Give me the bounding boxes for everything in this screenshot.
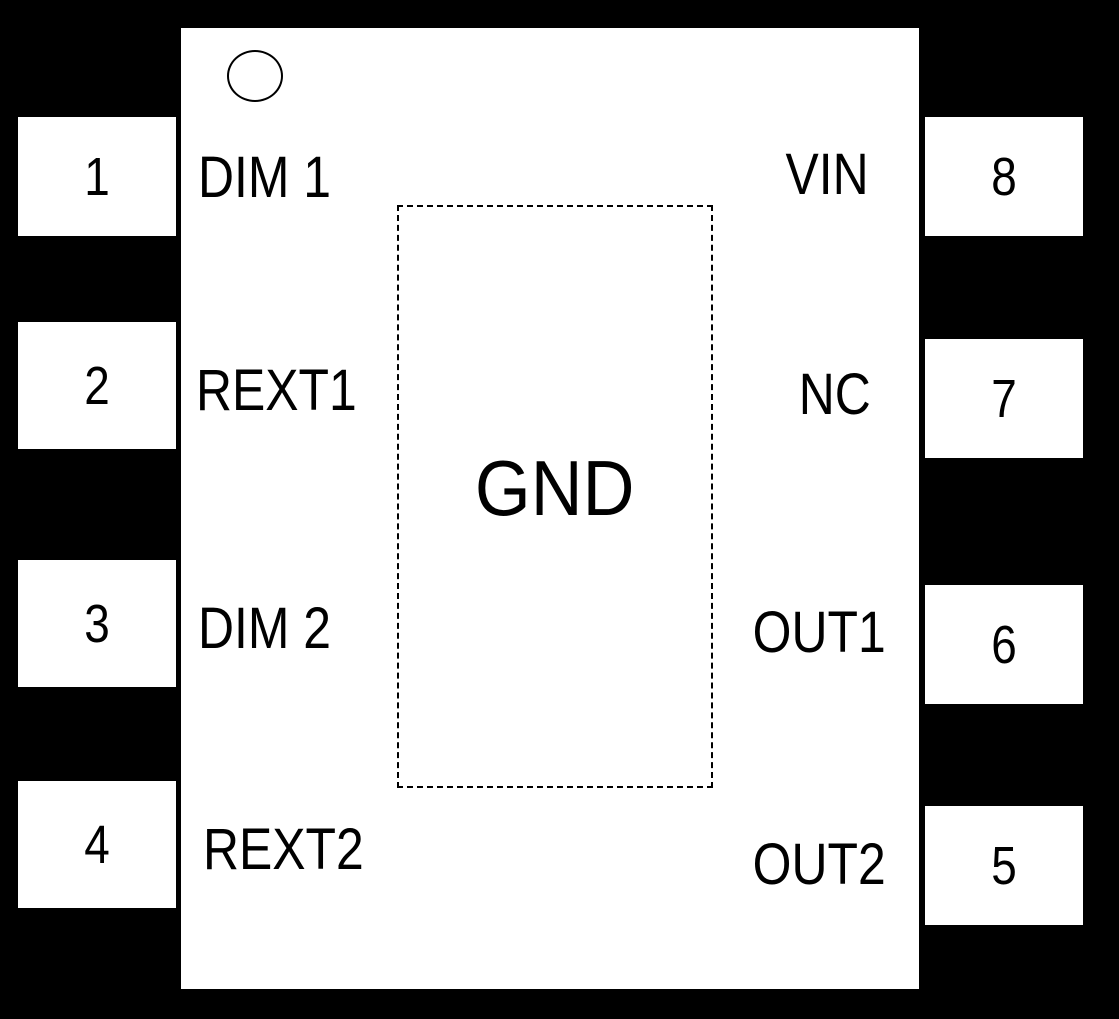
pin-6: 6 <box>925 585 1083 704</box>
pin-label-4: REXT2 <box>203 817 364 882</box>
pin-label-5: OUT2 <box>752 832 886 897</box>
pin-number: 5 <box>991 835 1017 896</box>
pin-5: 5 <box>925 806 1083 925</box>
pin-label-8: VIN <box>785 142 869 207</box>
exposed-pad-label: GND <box>475 444 635 532</box>
pin-3: 3 <box>18 560 176 687</box>
pin-label-3: DIM 2 <box>198 596 332 661</box>
pin-2: 2 <box>18 322 176 449</box>
pin-number: 3 <box>84 593 110 654</box>
pin-label-2: REXT1 <box>196 358 357 423</box>
pin1-indicator-icon <box>227 50 283 102</box>
pin-label-1: DIM 1 <box>198 145 332 210</box>
pin-number: 7 <box>991 368 1017 429</box>
pin-7: 7 <box>925 339 1083 458</box>
exposed-pad: GND <box>397 205 713 788</box>
chip-body <box>180 27 920 990</box>
pin-4: 4 <box>18 781 176 908</box>
pin-label-7: NC <box>798 362 871 427</box>
pin-number: 1 <box>84 146 110 207</box>
pin-number: 4 <box>84 814 110 875</box>
pin-number: 2 <box>84 355 110 416</box>
pin-number: 6 <box>991 614 1017 675</box>
pin-number: 8 <box>991 146 1017 207</box>
pin-label-6: OUT1 <box>752 600 886 665</box>
pin-8: 8 <box>925 117 1083 236</box>
pin-1: 1 <box>18 117 176 236</box>
